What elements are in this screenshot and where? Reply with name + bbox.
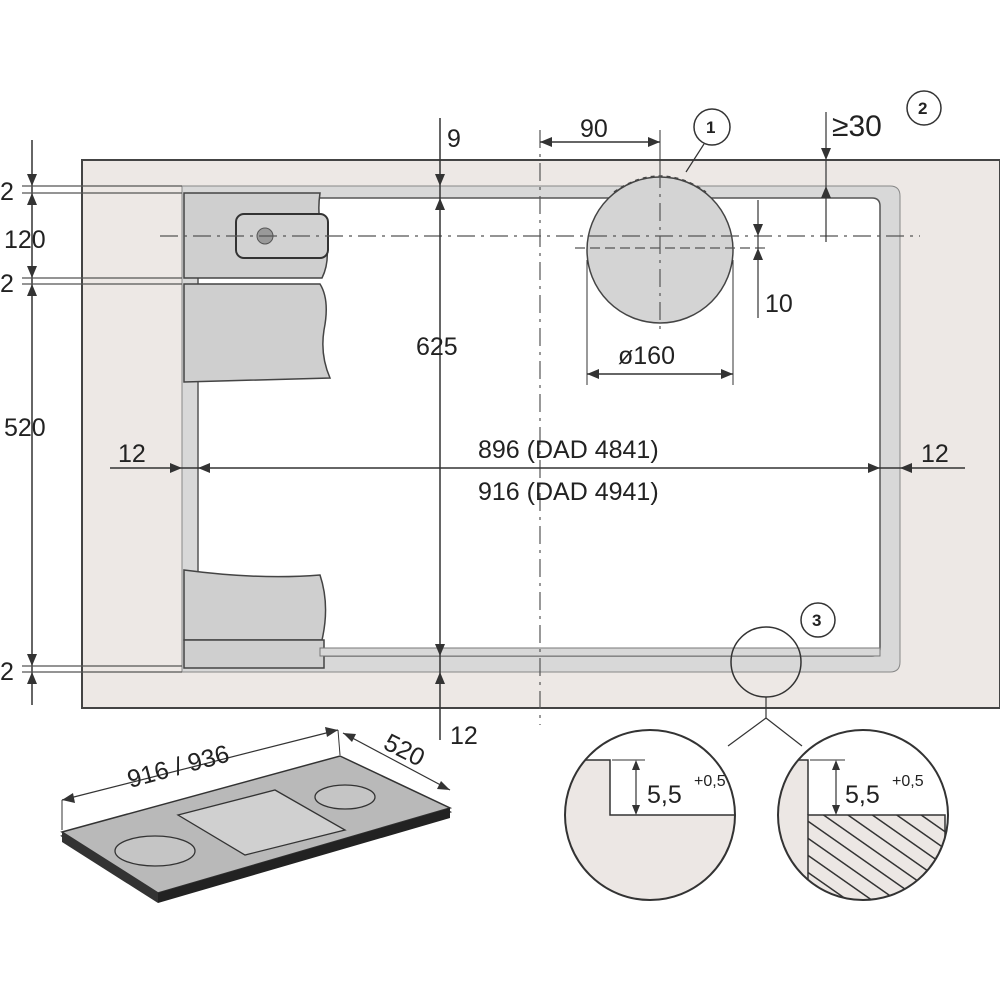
detail-right-tol: +0,5	[892, 773, 924, 790]
detail-left	[564, 729, 736, 901]
label-side-520: 520	[4, 414, 46, 442]
label-side-2-bottom: 2	[0, 658, 14, 686]
label-side-2-mid: 2	[0, 270, 14, 298]
cabinet-lower	[183, 569, 327, 641]
detail-right-depth: 5,5	[845, 781, 880, 809]
label-left-12: 12	[118, 440, 146, 468]
cabinet-base	[183, 639, 325, 669]
label-depth-625: 625	[416, 333, 458, 361]
label-bottom-12: 12	[450, 722, 478, 750]
perspective-width-label: 916 / 936	[124, 740, 232, 794]
callout-2-circle	[906, 90, 942, 126]
label-top-9: 9	[447, 125, 461, 153]
label-offset-90: 90	[580, 115, 608, 143]
label-width-916: 916 (DAD 4941)	[478, 478, 659, 506]
callout-3-circle	[800, 602, 836, 638]
label-side-2-top: 2	[0, 178, 14, 206]
detail-left-depth: 5,5	[647, 781, 682, 809]
label-offset-10: 10	[765, 290, 793, 318]
cabinet-upper	[183, 283, 332, 383]
callout-1-label: 1	[706, 118, 715, 137]
callout-2-label: 2	[918, 99, 927, 118]
label-width-896: 896 (DAD 4841)	[478, 436, 659, 464]
connection-slot	[235, 213, 329, 259]
bottom-rail	[319, 647, 881, 657]
label-dia-160: ø160	[618, 342, 675, 370]
label-clearance-30: ≥30	[832, 110, 882, 143]
hob-perspective	[60, 727, 453, 903]
callout-1-circle	[693, 108, 731, 146]
label-right-12: 12	[921, 440, 949, 468]
perspective-depth-label: 520	[379, 728, 429, 772]
detail-left-tol: +0,5	[694, 773, 726, 790]
callout-3-label: 3	[812, 611, 821, 630]
detail-right	[777, 729, 949, 901]
label-side-120: 120	[4, 226, 46, 254]
